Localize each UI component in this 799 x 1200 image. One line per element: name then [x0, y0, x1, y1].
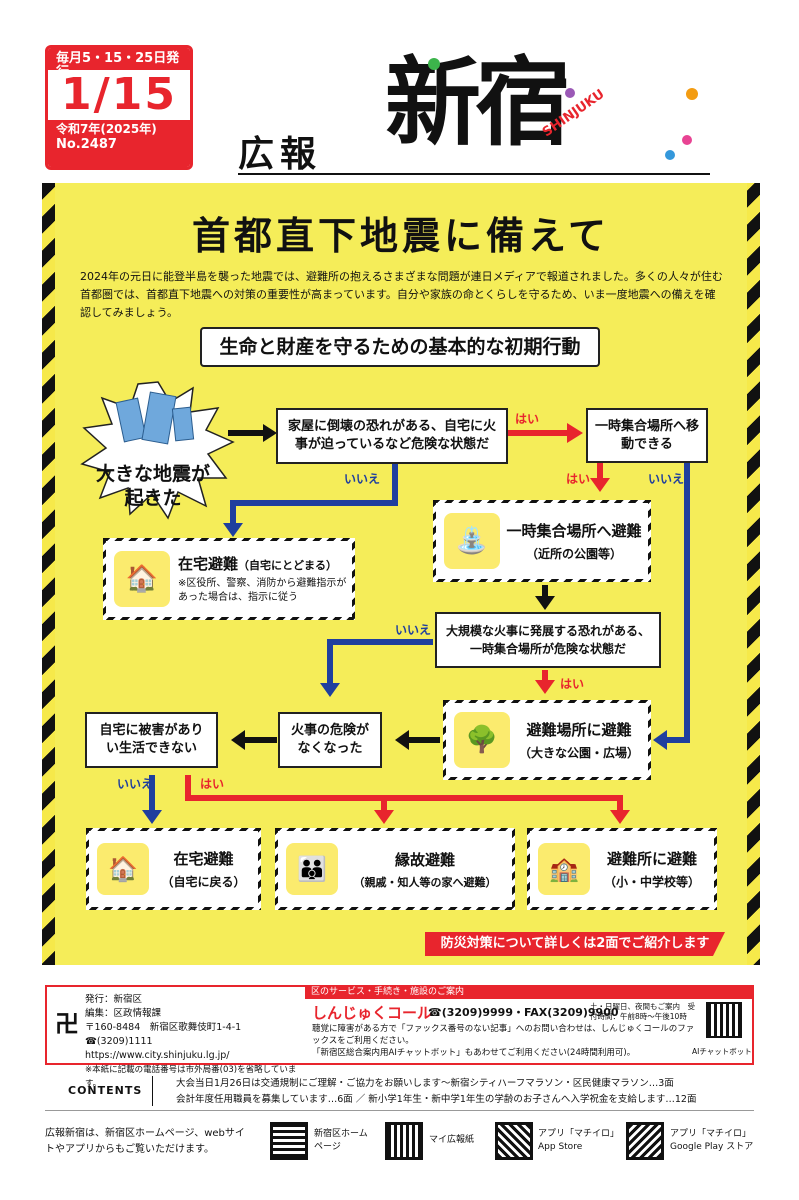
house-icon: 🏠 [97, 843, 149, 895]
status-fire-gone: 火事の危険がなくなった [278, 712, 382, 768]
qr-mykoho-label: マイ広報紙 [429, 1135, 475, 1145]
label-no-3: いいえ [395, 623, 432, 637]
qr-googleplay-label: アプリ「マチイロ」Google Play ストア [670, 1129, 754, 1152]
school-icon: 🏫 [538, 843, 590, 895]
main-title: 首都直下地震に備えて [191, 214, 611, 258]
logo-dot-green [428, 58, 440, 70]
qr-homepage-label: 新宿区ホームページ [314, 1129, 368, 1152]
qr-appstore-label: アプリ「マチイロ」App Store [538, 1129, 620, 1152]
question-home-damaged: 自宅に被害がありい生活できない [85, 712, 218, 768]
website-link[interactable]: https://www.city.shinjuku.lg.jp/ [85, 1050, 230, 1061]
logo-dot-orange [686, 88, 698, 100]
issue-number: No.2487 [56, 137, 117, 152]
contents-item: 会計年度任用職員を募集しています…6面 ／ 新小学1年生・新中学1年生の学齢のお… [176, 1094, 697, 1105]
more-info-ribbon: 防災対策について詳しくは2面でご紹介します [425, 932, 725, 956]
logo-dot-purple [565, 88, 575, 98]
result-return-home: 🏠 在宅避難 （自宅に戻る） [86, 828, 261, 910]
ward-emblem-icon: 卍 [55, 1010, 79, 1038]
question-fire-risk: 大規模な火事に発展する恐れがある、一時集合場所が危険な状態だ [435, 612, 661, 668]
result-relative-home: 👪 縁故避難 （親戚・知人等の家へ避難） [275, 828, 515, 910]
qr-homepage-icon[interactable] [270, 1122, 308, 1160]
issue-schedule: 毎月5・15・25日発行 [48, 48, 190, 80]
publisher-info: 発行：新宿区 編集：区政情報課 〒160-8484 新宿区歌舞伎町1-4-1 ☎… [85, 993, 305, 1091]
issue-info: 令和7年(2025年) No.2487 [48, 120, 190, 167]
start-label: 大きな地震が起きた [95, 463, 210, 509]
question-danger-home: 家屋に倒壊の恐れがある、自宅に火事が迫っているなど危険な状態だ [276, 408, 508, 464]
call-name: しんじゅくコール [312, 1004, 433, 1022]
qr-appstore-icon[interactable] [495, 1122, 533, 1160]
contents-list: 大会当日1月26日は交通規制にご理解・ご協力をお願いします〜新宿シティハーフマラ… [176, 1076, 756, 1108]
people-icon: 👪 [286, 843, 338, 895]
flow-subtitle: 生命と財産を守るための基本的な初期行動 [200, 327, 600, 367]
ai-chatbot-label: AIチャットボット [692, 1047, 752, 1056]
flow-arrows [142, 423, 690, 824]
label-no-2: いいえ [648, 472, 685, 486]
logo-dot-blue [665, 150, 675, 160]
bottom-text: 広報新宿は、新宿区ホームページ、webサイトやアプリからもご覧いただけます。 [45, 1128, 245, 1155]
label-yes-2: はい [566, 472, 591, 486]
earthquake-burst [80, 381, 235, 520]
issue-date-box: 毎月5・15・25日発行 1/15 令和7年(2025年) No.2487 [45, 45, 193, 170]
house-icon: 🏠 [114, 551, 170, 607]
result-evac-site: 🌳 避難場所に避難 （大きな公園・広場） [443, 700, 651, 780]
footer-rule [45, 1110, 754, 1111]
call-notes: 聴覚に障害がある方で「ファックス番号のない記事」へのお問い合わせは、しんじゅくコ… [312, 1024, 695, 1058]
shinjuku-logo: 新宿 [385, 47, 571, 159]
era-year: 令和7年(2025年) [56, 122, 157, 136]
label-no-4: いいえ [117, 777, 154, 791]
intro-text: 2024年の元日に能登半島を襲った地震では、避難所の抱えるさまざまな問題が連日メ… [80, 270, 723, 319]
label-yes-4: はい [200, 777, 225, 791]
park-icon: ⛲ [444, 513, 500, 569]
result-shelter: 🏫 避難所に避難 （小・中学校等） [527, 828, 717, 910]
contents-item: 大会当日1月26日は交通規制にご理解・ご協力をお願いします〜新宿シティハーフマラ… [176, 1078, 674, 1089]
logo-dot-pink [682, 135, 692, 145]
result-home-stay: 🏠 在宅避難（自宅にとどまる） ※区役所、警察、消防から避難指示があった場合は、… [103, 538, 355, 620]
label-no-1: いいえ [344, 472, 381, 486]
call-hours: 土・日曜日、夜間もご案内 受付時間：午前8時〜午後10時 [590, 1002, 695, 1021]
contents-divider [152, 1076, 153, 1106]
label-yes-1: はい [515, 412, 540, 426]
qr-googleplay-icon[interactable] [626, 1122, 664, 1160]
koho-title: 広報 [238, 133, 323, 175]
call-tel: ☎(3209)9999・FAX(3209)9900 [428, 1006, 619, 1019]
contents-label: CONTENTS [68, 1084, 143, 1097]
issue-date: 1/15 [61, 69, 177, 120]
result-evac-temporary: ⛲ 一時集合場所へ避難 （近所の公園等） [433, 500, 651, 582]
ai-chatbot-qr-icon[interactable] [706, 1002, 742, 1038]
home-stay-title: 在宅避難（自宅にとどまる） [178, 555, 338, 573]
call-header: 区のサービス・手続き・施設のご案内 [305, 985, 754, 999]
tree-icon: 🌳 [454, 712, 510, 768]
question-can-move: 一時集合場所へ移動できる [586, 408, 708, 463]
qr-mykoho-icon[interactable] [385, 1122, 423, 1160]
label-yes-3: はい [560, 677, 585, 691]
header-rule [238, 173, 710, 175]
